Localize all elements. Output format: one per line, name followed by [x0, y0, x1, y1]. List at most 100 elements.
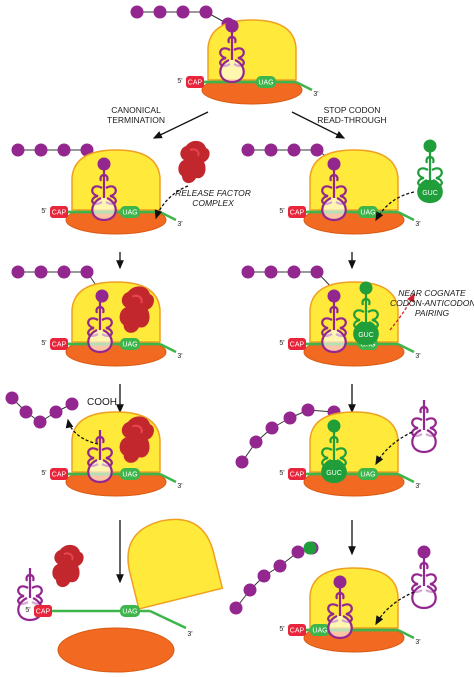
- trna-loop-top: [419, 561, 429, 570]
- trna-next-incoming: [411, 545, 437, 610]
- stop-codon-label: UAG: [258, 79, 273, 86]
- amino-acid-bead: [11, 265, 25, 279]
- amino-acid-bead: [199, 5, 213, 19]
- amino-acid-bead: [95, 289, 109, 303]
- three-prime-label: 3': [415, 483, 420, 490]
- trna-amino-acid: [359, 281, 373, 295]
- cap-label: CAP: [52, 209, 67, 216]
- anticodon-loop: [219, 59, 245, 84]
- read-through-label: STOP CODON READ-THROUGH: [297, 105, 407, 125]
- trna-green-incoming: GUC: [417, 139, 443, 204]
- release-factor-line1: RELEASE FACTOR: [175, 188, 251, 198]
- large-subunit: [309, 567, 399, 629]
- release-factor-shape: [119, 416, 154, 463]
- three-prime-label: 3': [177, 221, 182, 228]
- amino-acid-bead: [301, 403, 315, 417]
- canonical-termination-label: CANONICAL TERMINATION: [86, 105, 186, 125]
- trna-next-arrow: [375, 591, 415, 626]
- trna-right-1: [321, 168, 347, 222]
- three-prime-label: 3': [415, 353, 420, 360]
- amino-acid-bead: [264, 143, 278, 157]
- amino-acid-bead: [229, 601, 243, 615]
- three-prime-label: 3': [177, 483, 182, 490]
- cap-box: [288, 468, 306, 480]
- release-factor: [178, 140, 210, 184]
- cap-box: [288, 624, 306, 636]
- canonical-line2: TERMINATION: [107, 115, 165, 125]
- cap-box: [186, 76, 204, 88]
- cooh-release-arrow: [65, 418, 99, 445]
- near-cognate-line3: PAIRING: [414, 308, 450, 318]
- three-prime-label: 3': [313, 91, 318, 98]
- amino-acid-bead: [257, 569, 271, 583]
- trna-right-2: [321, 300, 347, 354]
- amino-acid-bead: [265, 421, 279, 435]
- trna-left-2: [87, 300, 113, 354]
- amino-acid-bead: [287, 143, 301, 157]
- anticodon-loop: [411, 429, 437, 454]
- mrna-tail: [159, 342, 177, 354]
- free-five-prime: 5': [25, 607, 30, 614]
- stop-codon-box: [120, 338, 140, 350]
- trna-amino-acid: [417, 545, 431, 559]
- anticodon-loop: [87, 329, 113, 354]
- cap-box: [50, 206, 68, 218]
- amino-acid-bead: [303, 541, 317, 555]
- amino-acid-bead: [34, 143, 48, 157]
- stop-codon-box: [358, 206, 378, 218]
- free-small-subunit: [57, 627, 175, 673]
- cap-box: [288, 338, 306, 350]
- release-factor-highlight: [63, 552, 74, 561]
- ribosome-left-1: CAP 5' 3' UAG: [41, 149, 183, 235]
- cap-label: CAP: [188, 79, 203, 86]
- five-prime-label: 5': [41, 340, 46, 347]
- five-prime-label: 5': [41, 470, 46, 477]
- amino-acid-bead: [291, 545, 305, 559]
- stop-codon-box: [120, 468, 140, 480]
- amino-acid-bead: [264, 265, 278, 279]
- trna-loop-top: [329, 173, 339, 182]
- cap-box: [288, 206, 306, 218]
- release-factor: [119, 286, 154, 333]
- amino-acid-bead: [249, 435, 263, 449]
- release-factor: [52, 544, 84, 588]
- cap-box: [50, 338, 68, 350]
- amino-acid-bead: [34, 265, 48, 279]
- stop-codon-box: [256, 76, 276, 88]
- five-prime-label: 5': [279, 340, 284, 347]
- stop-codon-label: UAG: [122, 341, 137, 348]
- free-three-prime: 3': [187, 631, 192, 638]
- three-prime-label: 3': [177, 353, 182, 360]
- trna-loop-top: [99, 173, 109, 182]
- three-prime-label: 3': [415, 639, 420, 646]
- anticodon-loop: [87, 459, 113, 484]
- trna-loop-top: [425, 155, 435, 164]
- amino-acid-bead: [243, 583, 257, 597]
- release-factor-line2: COMPLEX: [192, 198, 234, 208]
- stop-codon-box: [358, 468, 378, 480]
- five-prime-label: 5': [279, 626, 284, 633]
- cap-label: CAP: [290, 341, 305, 348]
- stop-codon-box: [310, 624, 330, 636]
- anticodon-loop: [417, 179, 443, 204]
- mrna-tail: [397, 342, 415, 354]
- amino-acid-bead: [287, 265, 301, 279]
- near-cognate-line1: NEAR COGNATE: [398, 288, 466, 298]
- branch-arrow-right: [291, 111, 346, 139]
- canonical-line1: CANONICAL: [111, 105, 161, 115]
- stop-codon-label: UAG: [122, 209, 137, 216]
- trna-exit-arrow: [375, 431, 413, 466]
- amino-acid-bead: [283, 411, 297, 425]
- amino-acid-bead: [310, 265, 324, 279]
- cap-label: CAP: [290, 471, 305, 478]
- cap-label: CAP: [52, 471, 67, 478]
- free-cap-box: [34, 605, 52, 617]
- readthrough-line1: STOP CODON: [323, 105, 381, 115]
- readthrough-line2: READ-THROUGH: [317, 115, 387, 125]
- amino-acid-bead: [176, 5, 190, 19]
- five-prime-label: 5': [41, 208, 46, 215]
- branch-arrow-left: [152, 111, 209, 139]
